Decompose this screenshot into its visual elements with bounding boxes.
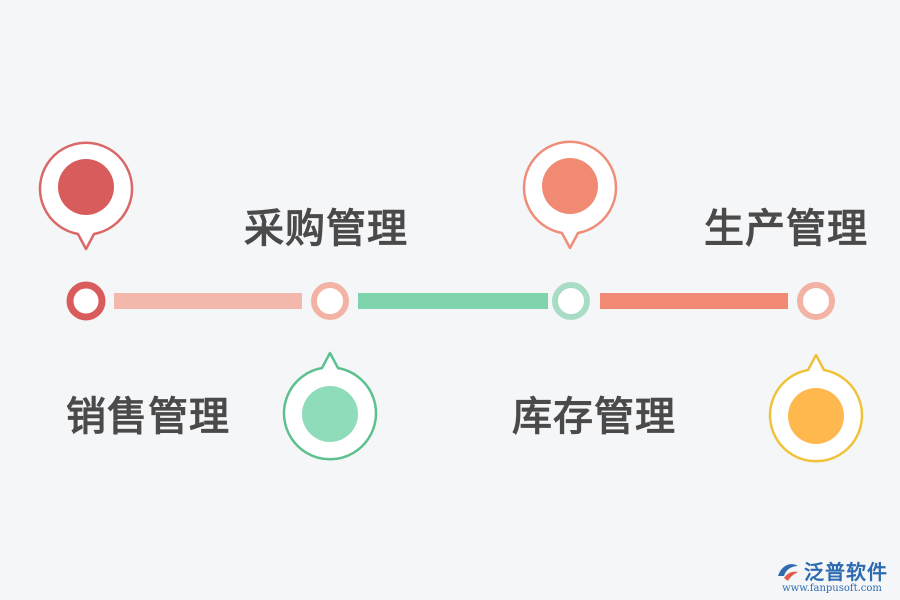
map-pin-icon-4 xyxy=(768,353,864,463)
timeline-node-3 xyxy=(552,282,590,320)
map-pin-icon-2 xyxy=(282,351,378,461)
connector-bar-2 xyxy=(358,293,548,309)
brand-url: www.fanpusoft.com xyxy=(782,583,882,594)
brand-watermark: 泛普软件 www.fanpusoft.com xyxy=(776,556,888,594)
connector-bar-3 xyxy=(600,293,788,309)
timeline-node-4 xyxy=(797,282,835,320)
map-pin-icon-1 xyxy=(38,141,134,251)
step-label-production: 生产管理 xyxy=(704,206,868,252)
step-label-inventory: 库存管理 xyxy=(512,394,676,440)
timeline-node-2 xyxy=(311,282,349,320)
brand-logo-icon xyxy=(778,563,798,581)
connector-bar-1 xyxy=(114,293,302,309)
step-label-purchasing: 采购管理 xyxy=(244,206,408,252)
step-label-sales: 销售管理 xyxy=(66,394,230,440)
brand-name: 泛普软件 xyxy=(804,560,888,584)
map-pin-icon-3 xyxy=(522,140,618,250)
timeline-node-1 xyxy=(66,281,106,321)
